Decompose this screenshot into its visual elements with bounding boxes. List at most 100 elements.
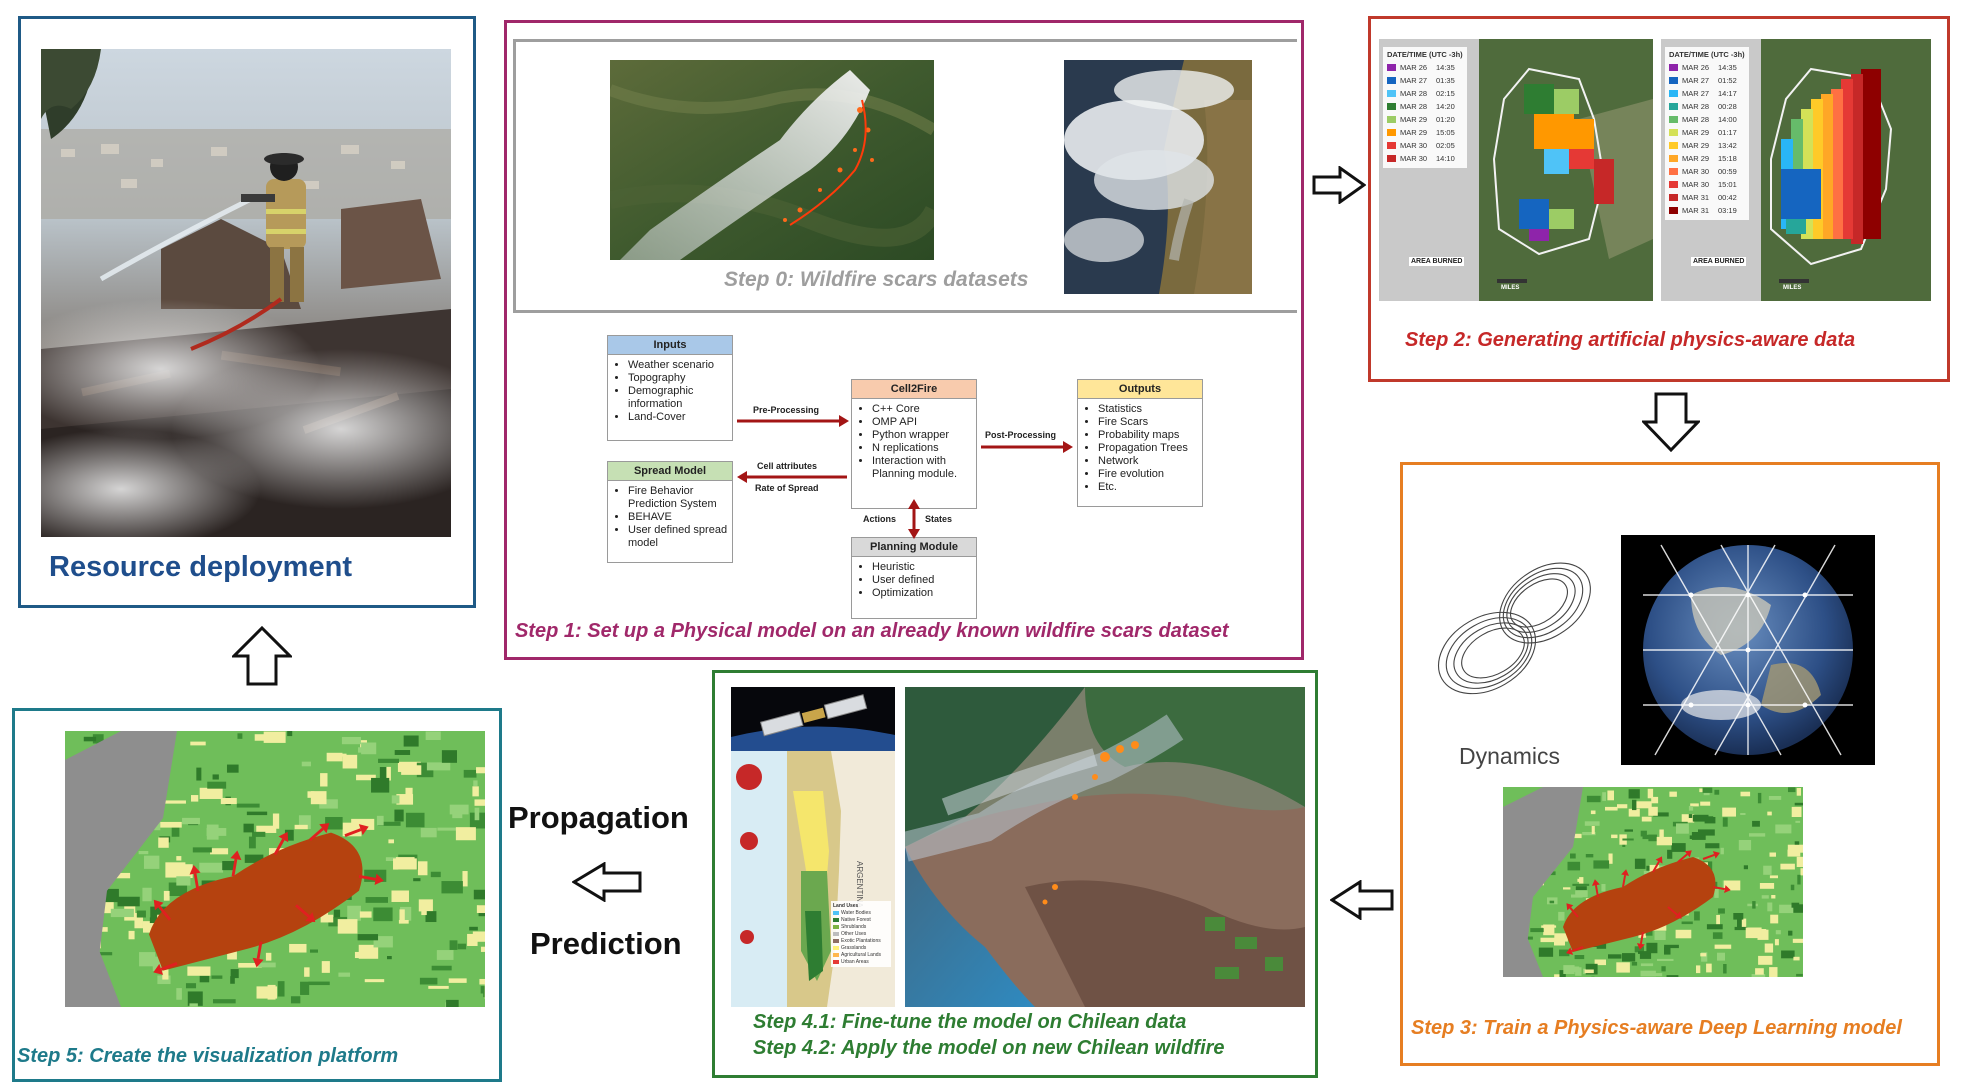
arrow-left-icon xyxy=(1330,880,1394,920)
legend-date: MAR 27 xyxy=(1682,76,1710,85)
legend-time: 14:20 xyxy=(1436,102,1455,111)
landuse-label: Native Forest xyxy=(841,916,871,923)
flowchart-arrows xyxy=(737,415,1073,539)
legend-time: 01:17 xyxy=(1718,128,1737,137)
list-item: Interaction with Planning module. xyxy=(872,455,976,481)
list-item: Demographic information xyxy=(628,385,732,411)
arrow-up-icon xyxy=(232,626,292,686)
legend-time: 02:15 xyxy=(1436,89,1455,98)
legend-date: MAR 27 xyxy=(1400,76,1428,85)
legend-time: 03:19 xyxy=(1718,206,1737,215)
legend-swatch xyxy=(1669,142,1678,149)
list-item: Fire Behavior Prediction System xyxy=(628,485,732,511)
map-right-area-burned: AREA BURNED xyxy=(1691,257,1747,266)
legend-date: MAR 30 xyxy=(1400,141,1428,150)
step5-panel: Step 5: Create the visualization platfor… xyxy=(12,708,502,1082)
landuse-legend-row: Exotic Plantations xyxy=(833,937,889,944)
step3-panel: Dynamics Step 3: T xyxy=(1400,462,1940,1066)
planning-module-list: HeuristicUser definedOptimization xyxy=(852,561,976,600)
step3-caption: Step 3: Train a Physics-aware Deep Learn… xyxy=(1411,1017,1902,1039)
landuse-label: Other Uses xyxy=(841,930,867,937)
lorenz-attractor-icon xyxy=(1437,562,1591,695)
propagation-label: Propagation xyxy=(508,800,689,835)
chile-legend-title: Land Uses xyxy=(833,903,859,909)
cell2fire-box: Cell2Fire C++ CoreOMP APIPython wrapperN… xyxy=(851,379,977,509)
list-item: OMP API xyxy=(872,416,976,429)
step2-caption: Step 2: Generating artificial physics-aw… xyxy=(1405,329,1856,351)
legend-time: 15:01 xyxy=(1718,180,1737,189)
landuse-swatch xyxy=(833,917,839,922)
legend-date: MAR 29 xyxy=(1400,115,1428,124)
legend-swatch xyxy=(1387,129,1396,136)
landuse-swatch xyxy=(833,931,839,936)
legend-time: 15:05 xyxy=(1436,128,1455,137)
legend-time: 14:35 xyxy=(1436,63,1455,72)
list-item: C++ Core xyxy=(872,403,976,416)
legend-swatch xyxy=(1669,168,1678,175)
outputs-title: Outputs xyxy=(1078,380,1202,399)
map-left-legend-header: DATE/TIME (UTC -3h) xyxy=(1387,50,1463,59)
legend-time: 00:28 xyxy=(1718,102,1737,111)
inputs-list: Weather scenarioTopographyDemographic in… xyxy=(608,359,732,424)
legend-date: MAR 29 xyxy=(1682,154,1710,163)
cell2fire-title: Cell2Fire xyxy=(852,380,976,399)
legend-row: MAR 31 00:42 xyxy=(1669,191,1745,204)
outputs-list: StatisticsFire ScarsProbability mapsProp… xyxy=(1078,403,1202,494)
landuse-legend-row: Urban Areas xyxy=(833,958,889,965)
spread-arrow-icon xyxy=(189,865,201,892)
chilean-wildfire-satellite-image xyxy=(905,687,1305,1007)
postprocessing-label: Post-Processing xyxy=(985,430,1057,440)
legend-swatch xyxy=(1387,64,1396,71)
outputs-box: Outputs StatisticsFire ScarsProbability … xyxy=(1077,379,1203,507)
spread-arrow-icon xyxy=(153,962,178,975)
arrow-right-icon xyxy=(1312,166,1366,204)
legend-date: MAR 27 xyxy=(1682,89,1710,98)
legend-date: MAR 29 xyxy=(1400,128,1428,137)
legend-time: 01:20 xyxy=(1436,115,1455,124)
landuse-label: Urban Areas xyxy=(841,958,869,965)
landuse-swatch xyxy=(833,938,839,943)
legend-row: MAR 29 01:17 xyxy=(1669,126,1745,139)
legend-date: MAR 31 xyxy=(1682,193,1710,202)
legend-swatch xyxy=(1387,103,1396,110)
cell-attributes-label: Cell attributes xyxy=(757,461,818,471)
spread-model-title: Spread Model xyxy=(608,462,732,481)
spread-arrow-icon xyxy=(309,823,330,842)
landuse-legend-row: Water Bodies xyxy=(833,909,889,916)
resource-deployment-label: Resource deployment xyxy=(49,551,352,583)
step5-landcover-map xyxy=(65,731,485,1007)
prediction-label: Prediction xyxy=(530,926,682,961)
spread-model-list: Fire Behavior Prediction SystemBEHAVEUse… xyxy=(608,485,732,550)
legend-date: MAR 29 xyxy=(1682,128,1710,137)
legend-swatch xyxy=(1669,194,1678,201)
legend-swatch xyxy=(1387,90,1396,97)
landuse-label: Grasslands xyxy=(841,944,867,951)
landcover-map-svg xyxy=(1503,787,1803,977)
cell2fire-list: C++ CoreOMP APIPython wrapperN replicati… xyxy=(852,403,976,481)
legend-time: 00:42 xyxy=(1718,193,1737,202)
legend-time: 15:18 xyxy=(1718,154,1737,163)
legend-time: 14:00 xyxy=(1718,115,1737,124)
legend-date: MAR 26 xyxy=(1400,63,1428,72)
map-left-scale: MILES xyxy=(1501,285,1520,291)
list-item: Etc. xyxy=(1098,481,1202,494)
states-label: States xyxy=(925,514,953,524)
landuse-swatch xyxy=(833,945,839,950)
resource-deployment-panel: Resource deployment xyxy=(18,16,476,608)
list-item: Heuristic xyxy=(872,561,976,574)
landuse-swatch xyxy=(833,952,839,957)
legend-time: 13:42 xyxy=(1718,141,1737,150)
legend-row: MAR 29 15:05 xyxy=(1387,126,1463,139)
landuse-legend-row: Other Uses xyxy=(833,930,889,937)
spread-arrow-icon xyxy=(1566,903,1579,918)
legend-date: MAR 28 xyxy=(1400,89,1428,98)
landuse-swatch xyxy=(833,959,839,964)
